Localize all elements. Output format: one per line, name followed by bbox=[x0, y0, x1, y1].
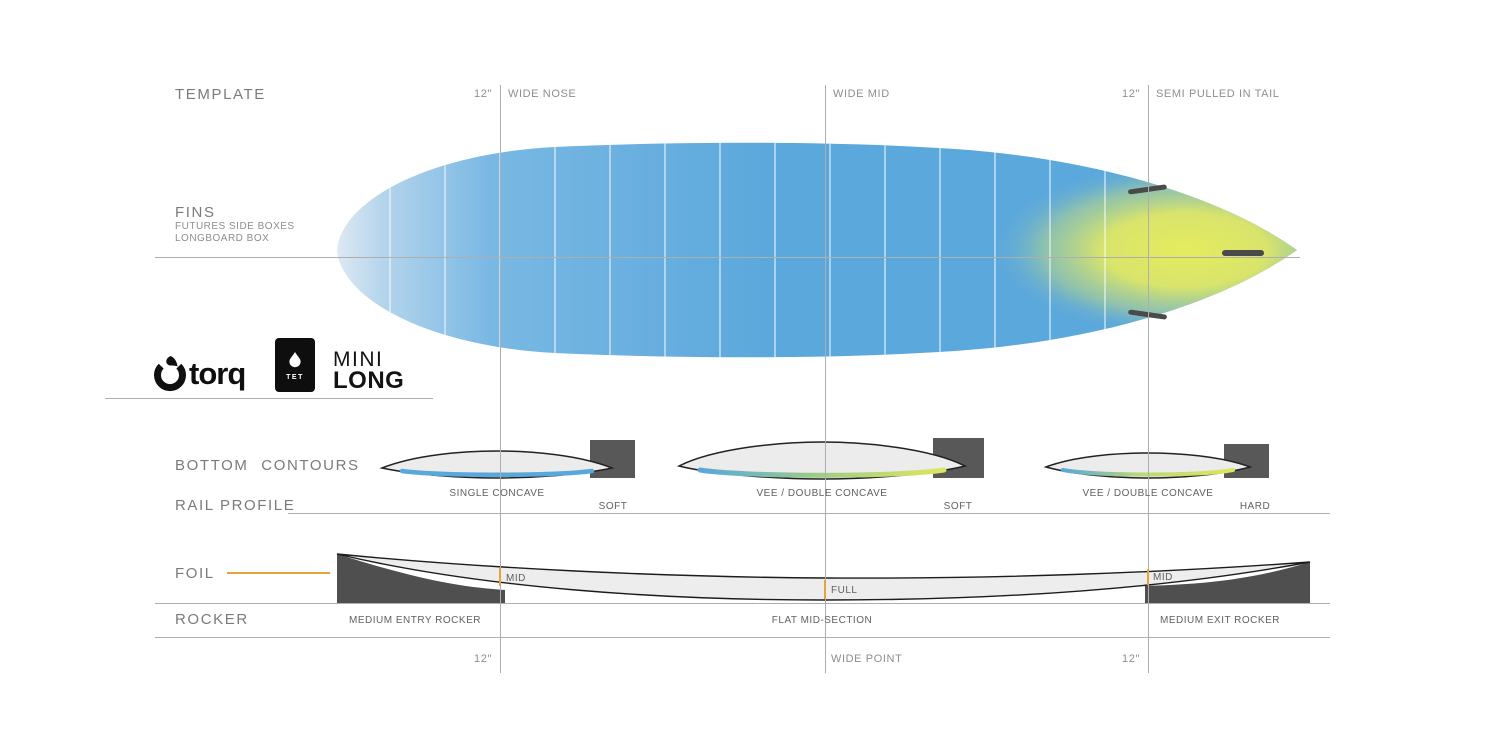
rocker-entry-label: MEDIUM ENTRY ROCKER bbox=[349, 615, 481, 626]
rail-label-1: SOFT bbox=[592, 501, 634, 512]
template-wide-nose-label: WIDE NOSE bbox=[508, 88, 577, 100]
torq-logo-icon bbox=[154, 356, 186, 391]
contour-label-1: SINGLE CONCAVE bbox=[449, 488, 545, 499]
rocker-wedge-nose bbox=[337, 554, 505, 603]
rail-profile-line bbox=[288, 513, 1330, 514]
torq-logo-text: torq bbox=[189, 356, 246, 391]
fin-boxes bbox=[1128, 184, 1264, 320]
model-name-bottom: LONG bbox=[333, 367, 405, 394]
rocker-label: ROCKER bbox=[175, 611, 249, 628]
rail-profile-label: RAIL PROFILE bbox=[175, 497, 296, 514]
template-tail-label: SEMI PULLED IN TAIL bbox=[1156, 88, 1280, 100]
tet-flame-icon bbox=[289, 351, 301, 367]
template-wide-mid-label: WIDE MID bbox=[833, 88, 890, 100]
guide-vline-mid bbox=[825, 85, 826, 673]
baseline-marker-right: 12" bbox=[1122, 653, 1140, 665]
foil-label: FOIL bbox=[175, 565, 215, 582]
fin-box-side-bottom bbox=[1128, 309, 1167, 320]
flame-icon bbox=[166, 356, 178, 367]
rail-label-2: SOFT bbox=[937, 501, 979, 512]
rocker-exit-label: MEDIUM EXIT ROCKER bbox=[1160, 615, 1280, 626]
contour-label-2: VEE / DOUBLE CONCAVE bbox=[756, 488, 888, 499]
template-nose-offset: 12" bbox=[474, 88, 492, 100]
board-stripes bbox=[389, 142, 1106, 358]
baseline-marker-center: WIDE POINT bbox=[831, 653, 903, 665]
contour-concave-strip-1 bbox=[399, 468, 595, 477]
torq-logo: torq bbox=[152, 354, 246, 392]
fin-box-center bbox=[1222, 250, 1264, 256]
foil-tick-mid bbox=[824, 580, 826, 599]
foil-value-tail: MID bbox=[1153, 572, 1173, 583]
bottom-contours-label: BOTTOM CONTOURS bbox=[175, 457, 360, 474]
foil-tick-nose bbox=[499, 568, 501, 586]
guide-vline-tail bbox=[1148, 85, 1149, 673]
foil-group bbox=[336, 553, 1311, 603]
fins-detail-2: LONGBOARD BOX bbox=[175, 233, 270, 244]
rocker-baseline-top bbox=[155, 603, 1330, 604]
brand-underline bbox=[105, 398, 433, 399]
rocker-mid-label: FLAT MID-SECTION bbox=[771, 615, 873, 626]
guide-vline-nose bbox=[500, 85, 501, 673]
rail-label-3: HARD bbox=[1233, 501, 1277, 512]
contour-shape-vee-double-1 bbox=[676, 441, 968, 480]
template-tail-offset: 12" bbox=[1122, 88, 1140, 100]
foil-value-mid: FULL bbox=[831, 585, 858, 596]
template-label: TEMPLATE bbox=[175, 86, 266, 103]
model-name: MINI LONG bbox=[333, 348, 405, 394]
baseline-marker-left: 12" bbox=[474, 653, 492, 665]
contour-concave-strip-2 bbox=[697, 467, 947, 478]
fins-detail-1: FUTURES SIDE BOXES bbox=[175, 221, 295, 232]
center-axis-line bbox=[155, 257, 1300, 258]
rocker-baseline-bottom bbox=[155, 637, 1330, 638]
foil-profile bbox=[336, 553, 1311, 601]
fins-label: FINS bbox=[175, 204, 216, 221]
rocker-wedge-tail bbox=[1145, 562, 1310, 603]
contour-shape-single-concave bbox=[379, 450, 615, 479]
board-tail-glow bbox=[990, 162, 1297, 338]
contour-label-3: VEE / DOUBLE CONCAVE bbox=[1082, 488, 1214, 499]
bottom-contours-group bbox=[379, 438, 1269, 480]
model-name-top: MINI bbox=[333, 348, 384, 371]
tet-badge-text: TET bbox=[286, 373, 304, 381]
rail-block-1 bbox=[590, 440, 635, 478]
foil-pointer-line bbox=[227, 572, 330, 574]
tet-badge: TET bbox=[275, 338, 315, 392]
foil-value-nose: MID bbox=[506, 573, 526, 584]
fin-box-side-top bbox=[1128, 184, 1167, 195]
foil-tick-tail bbox=[1147, 569, 1149, 585]
